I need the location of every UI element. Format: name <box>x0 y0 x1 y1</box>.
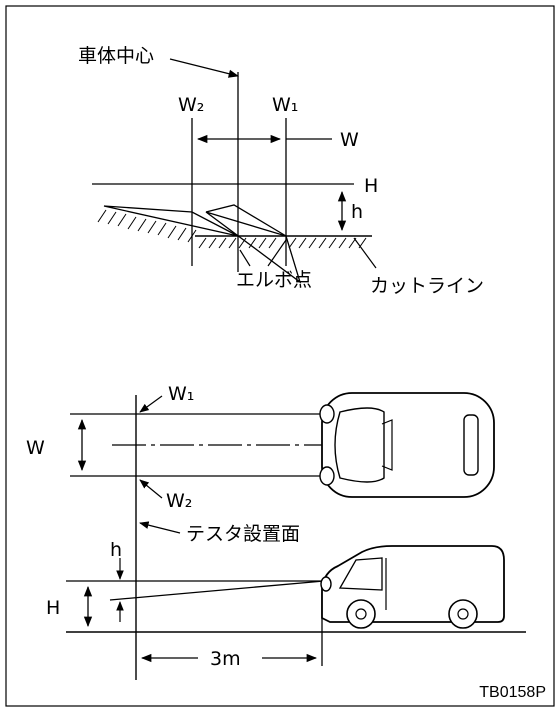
plan-view-diagram: W₁ W W₂ テスタ設置面 <box>26 383 495 680</box>
van-side-view <box>320 545 505 629</box>
h-lower-label: h <box>351 201 363 223</box>
side-view-diagram: h H 3m <box>46 539 526 670</box>
car-plan-view <box>319 392 495 498</box>
cut-line-label: カットライン <box>370 275 484 297</box>
side-h-upper-label: H <box>46 597 60 619</box>
elbow-point-label: エルボ点 <box>236 269 312 291</box>
beam-pattern-diagram: 車体中心 W₂ W₁ W H h エルボ点 カットライン <box>78 45 484 297</box>
figure-code: TB0158P <box>479 684 546 701</box>
plan-w1-label: W₁ <box>168 383 194 405</box>
figure-frame <box>5 5 555 707</box>
w-label: W <box>340 129 359 151</box>
plan-w2-label: W₂ <box>166 490 192 512</box>
w1-label: W₁ <box>272 94 298 116</box>
h-upper-label: H <box>364 175 378 197</box>
side-h-lower-label: h <box>110 539 122 561</box>
plan-w-label: W <box>26 437 45 459</box>
body-center-label: 車体中心 <box>78 45 154 67</box>
distance-label: 3m <box>210 648 241 670</box>
tester-plane-label: テスタ設置面 <box>186 523 300 545</box>
w2-label: W₂ <box>178 94 204 116</box>
